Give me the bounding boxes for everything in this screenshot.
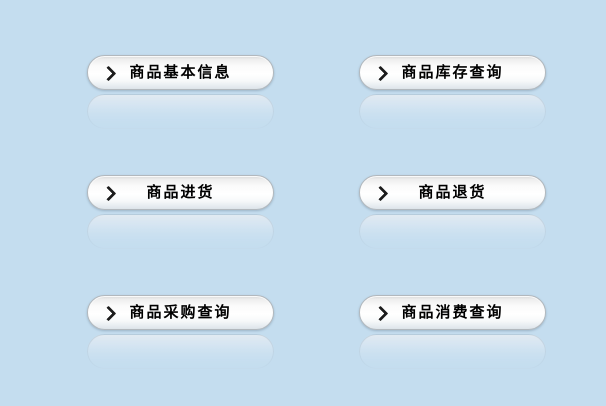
menu-button-label: 商品退货	[418, 183, 487, 201]
menu-button-label: 商品采购查询	[129, 303, 232, 321]
menu-button-product-return[interactable]: 商品退货	[359, 175, 546, 210]
menu-button-label: 商品消费查询	[401, 303, 504, 321]
button-reflection	[87, 334, 274, 369]
button-reflection	[87, 214, 274, 249]
menu-button-product-purchase-in[interactable]: 商品进货	[87, 175, 274, 210]
menu-button-label: 商品基本信息	[129, 63, 232, 81]
menu-button-product-basic-info[interactable]: 商品基本信息	[87, 55, 274, 90]
menu-button-label: 商品库存查询	[401, 63, 504, 81]
button-reflection	[359, 214, 546, 249]
button-reflection	[359, 334, 546, 369]
menu-button-label: 商品进货	[146, 183, 215, 201]
menu-button-product-consumption-query[interactable]: 商品消费查询	[359, 295, 546, 330]
menu-button-product-procurement-query[interactable]: 商品采购查询	[87, 295, 274, 330]
button-reflection	[87, 94, 274, 129]
button-reflection	[359, 94, 546, 129]
menu-button-product-stock-query[interactable]: 商品库存查询	[359, 55, 546, 90]
